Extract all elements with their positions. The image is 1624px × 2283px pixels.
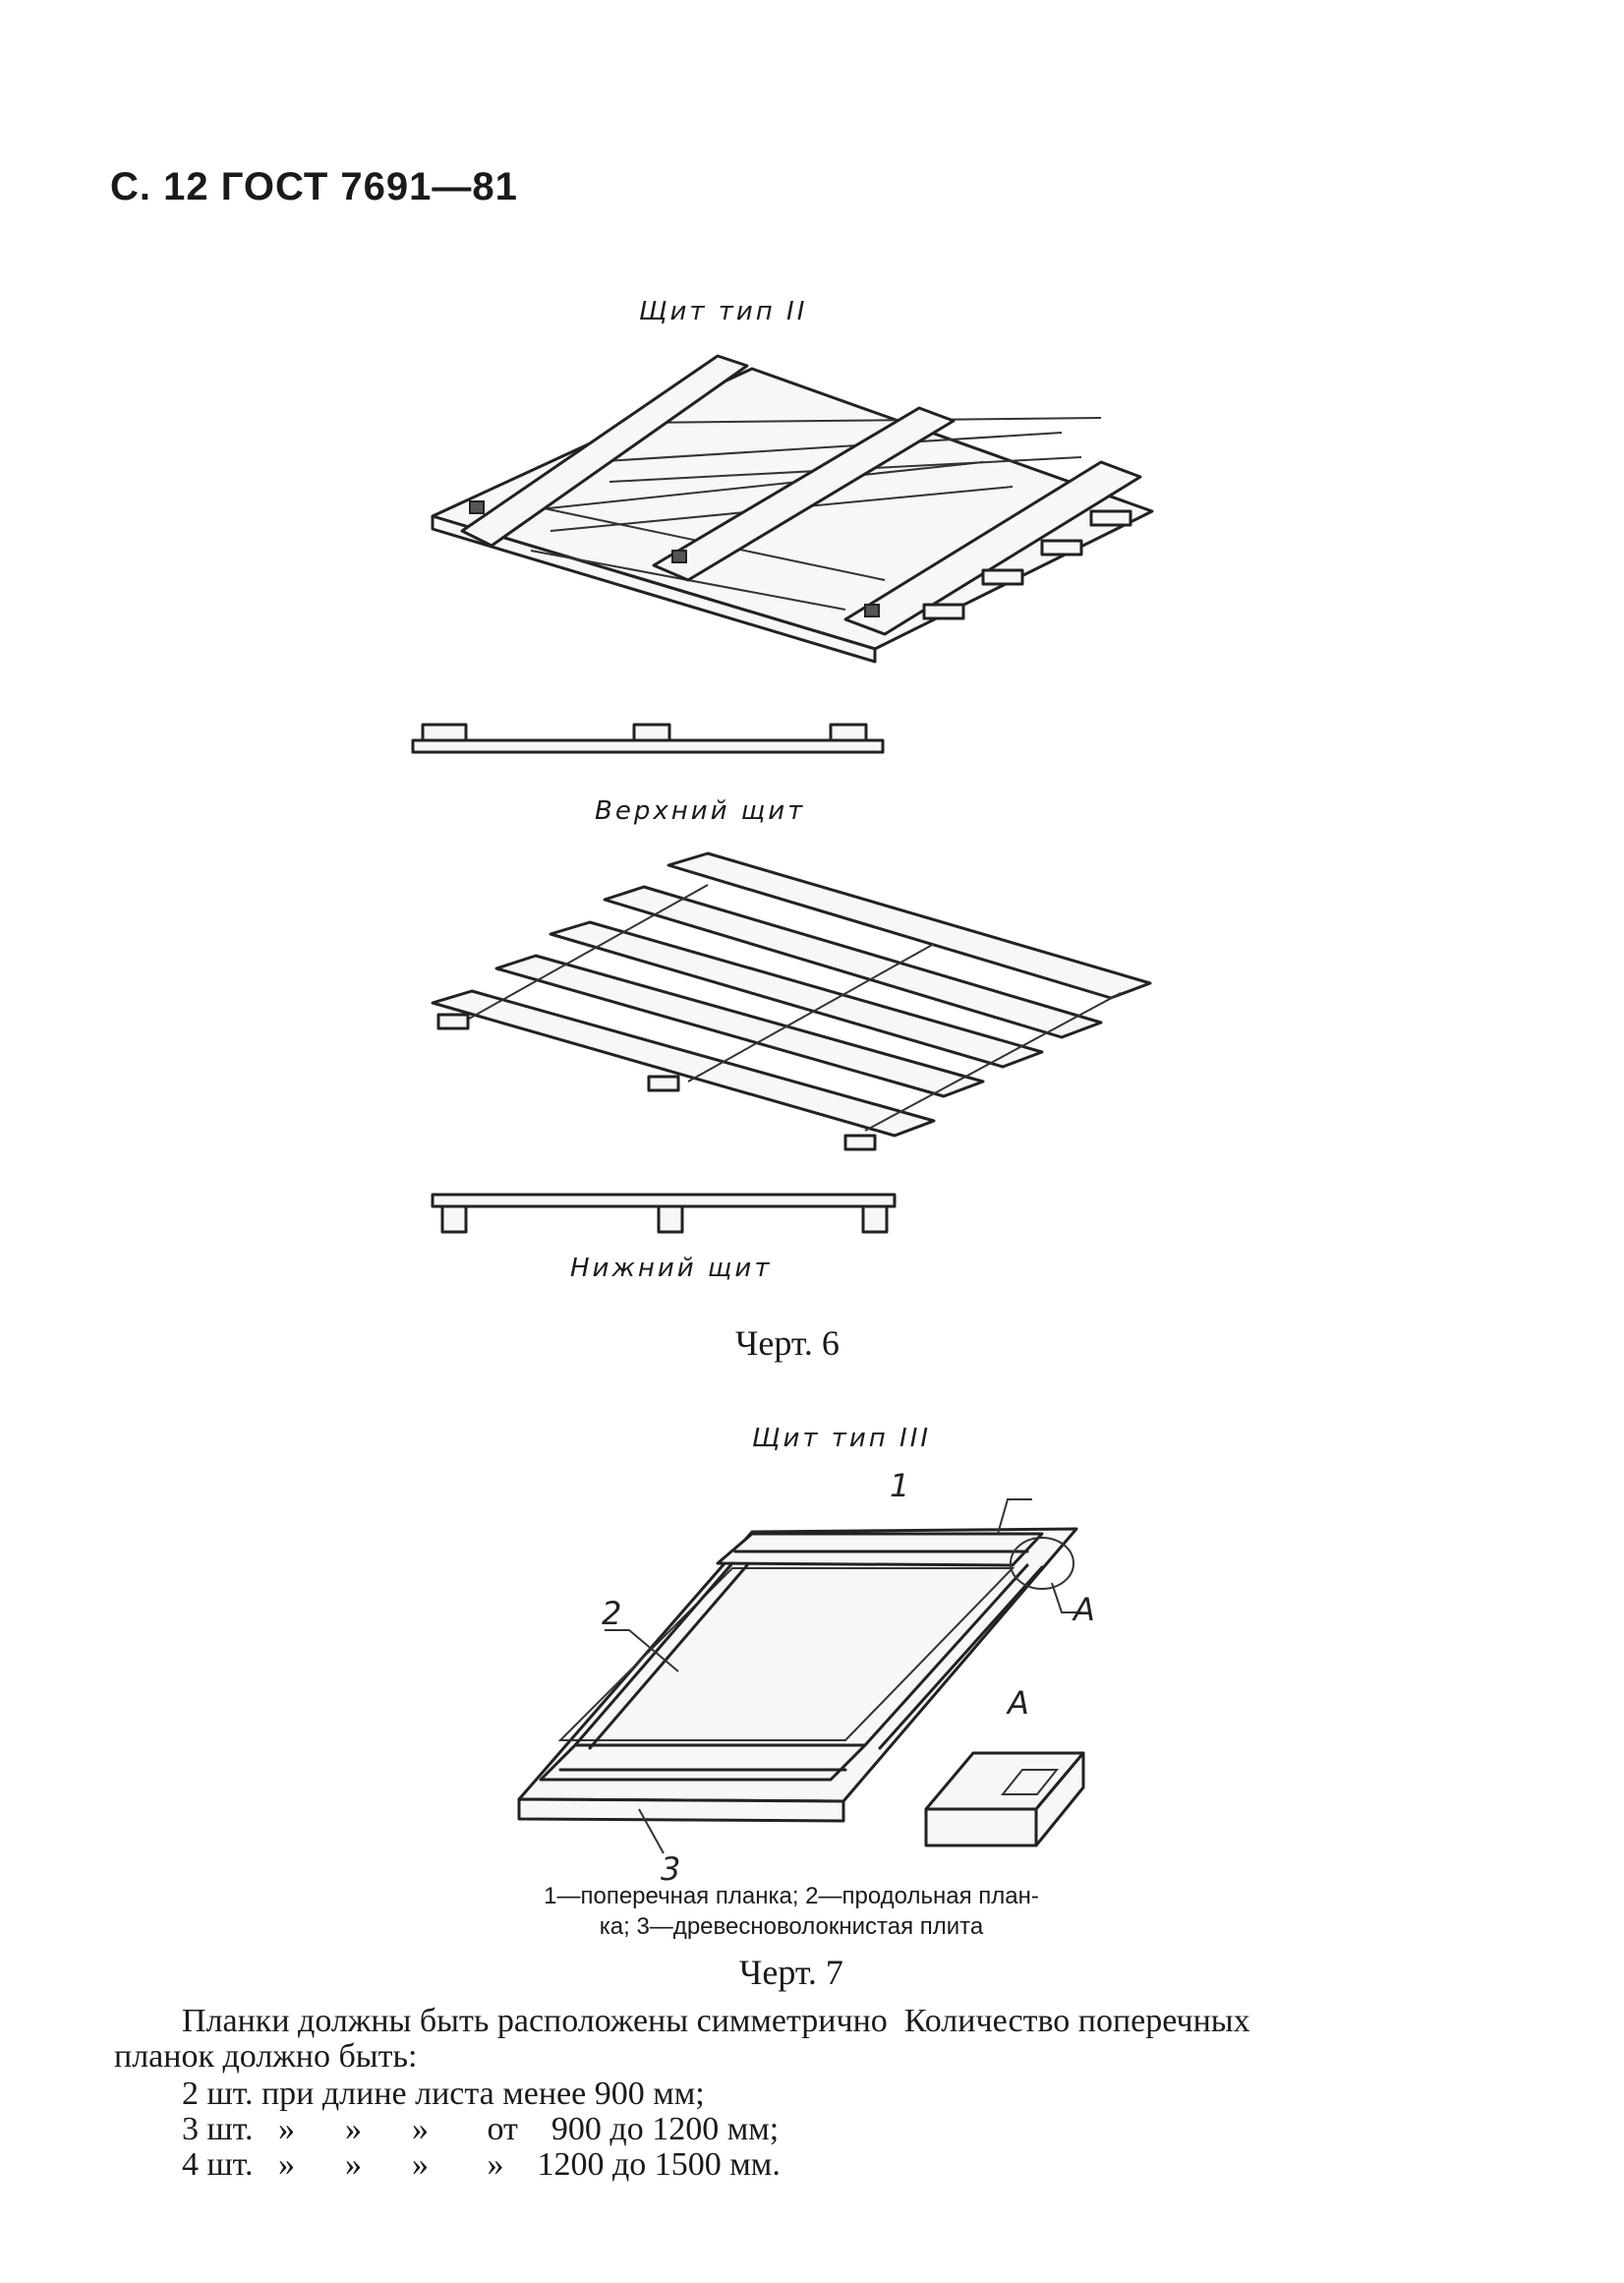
paragraph-line-3: 2 шт. при длине листа менее 900 мм; (182, 2076, 705, 2112)
figure6-title: Щит тип II (639, 297, 808, 326)
top-shield-label: Верхний щит (595, 796, 806, 826)
figure7-caption: Черт. 7 (739, 1953, 843, 1992)
callout-1: 1 (890, 1467, 909, 1504)
paragraph-line-2: планок должно быть: (114, 2038, 418, 2075)
callout-a: А (1072, 1591, 1095, 1628)
callout-2: 2 (602, 1595, 621, 1632)
paragraph-line-4: 3 шт. » » » от 900 до 1200 мм; (182, 2111, 780, 2147)
figure6-caption: Черт. 6 (735, 1323, 840, 1363)
bottom-shield-label: Нижний щит (570, 1254, 773, 1283)
paragraph-line-5: 4 шт. » » » » 1200 до 1500 мм. (182, 2146, 781, 2183)
figure7-title: Щит тип III (752, 1424, 932, 1453)
callout-3: 3 (661, 1850, 680, 1888)
figure7-legend: 1—поперечная планка; 2—продольная план- … (295, 1881, 1288, 1942)
page-header: С. 12 ГОСТ 7691—81 (110, 165, 518, 208)
legend-line-1: 1—поперечная планка; 2—продольная план- (544, 1883, 1039, 1909)
paragraph-line-1: Планки должны быть расположены симметрич… (182, 2003, 1250, 2039)
legend-line-2: ка; 3—древесноволокнистая плита (599, 1913, 984, 1940)
detail-a-label: А (1006, 1684, 1029, 1722)
